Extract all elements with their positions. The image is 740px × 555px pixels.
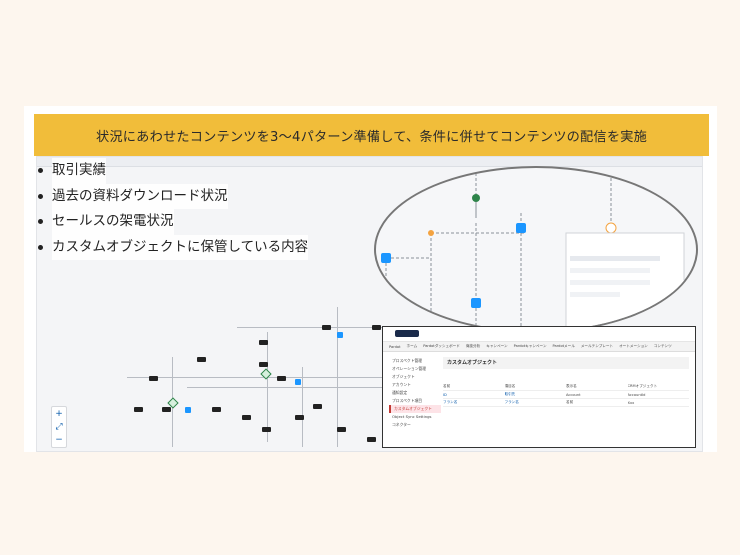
zoom-in-button[interactable]: +: [55, 408, 63, 419]
zoom-fit-button[interactable]: ⤢: [55, 421, 63, 432]
sidebar-item[interactable]: オペレーション管理: [392, 366, 427, 371]
flow-node[interactable]: [212, 407, 221, 412]
flow-node[interactable]: [134, 407, 143, 412]
magnified-flow-diagram: [381, 173, 685, 331]
column-header: 表示名: [566, 384, 577, 388]
email-action-icon: [295, 379, 301, 385]
table-cell: Xxx: [627, 400, 635, 405]
flow-node[interactable]: [313, 404, 322, 409]
sidebar-item[interactable]: アカウント: [392, 382, 411, 387]
settings-sidebar: プロスペクト管理 オペレーション管理 オブジェクト アカウント 通知設定 プロス…: [389, 357, 441, 429]
nav-item[interactable]: Pardotメール: [552, 344, 575, 348]
nav-item[interactable]: キャンペーン: [486, 344, 508, 348]
flow-node[interactable]: [337, 427, 346, 432]
column-header: 項目名: [504, 384, 516, 388]
sidebar-item[interactable]: 通知設定: [392, 390, 408, 395]
flow-node[interactable]: [149, 376, 158, 381]
bullet-icon: [38, 168, 43, 174]
sidebar-item[interactable]: プロスペクト項目: [392, 398, 423, 403]
column-header: CRMオブジェクト: [627, 384, 658, 388]
table-cell[interactable]: フラン名: [504, 400, 519, 404]
flow-node[interactable]: [197, 357, 206, 362]
zoom-out-button[interactable]: −: [55, 435, 63, 446]
app-nav: Pardot ホーム Pardotダッシュボード 商談分析 キャンペーン Par…: [383, 342, 695, 352]
table-header: 名前 項目名 表示名 CRMオブジェクト: [443, 383, 689, 391]
sidebar-item[interactable]: コネクター: [392, 422, 411, 427]
list-item: 取引実績: [36, 158, 308, 184]
slide-heading-banner: 状況にあわせたコンテンツを3〜4パターン準備して、条件に併せてコンテンツの配信を…: [34, 114, 709, 156]
table-row: ID 取引先 Account AccountId: [443, 391, 689, 399]
zoom-controls: + ⤢ −: [51, 406, 67, 448]
nav-item[interactable]: ホーム: [406, 344, 418, 348]
nav-item[interactable]: Pardotキャンペーン: [513, 344, 547, 348]
email-action-icon: [185, 407, 191, 413]
list-item-text: カスタムオブジェクトに保管している内容: [52, 234, 309, 260]
custom-object-main: カスタムオブジェクト 名前 項目名 表示名 CRMオブジェクト ID 取引先 A…: [443, 357, 689, 407]
sidebar-item[interactable]: Object Sync Settings: [392, 414, 432, 419]
list-item-text: 取引実績: [52, 158, 106, 184]
flow-node[interactable]: [367, 437, 376, 442]
page-title: カスタムオブジェクト: [443, 357, 689, 369]
list-item: 過去の資料ダウンロード状況: [36, 183, 308, 209]
list-item-text: 過去の資料ダウンロード状況: [52, 183, 228, 209]
flow-node[interactable]: [372, 325, 381, 330]
magnified-flow-view: [374, 166, 698, 333]
nav-item[interactable]: メールテンプレート: [580, 344, 614, 348]
salesforce-custom-object-screen: Pardot ホーム Pardotダッシュボード 商談分析 キャンペーン Par…: [382, 326, 696, 448]
sidebar-item-custom-object[interactable]: カスタムオブジェクト: [389, 405, 441, 413]
flow-node[interactable]: [259, 340, 268, 345]
table-cell[interactable]: フラン名: [443, 400, 458, 404]
sidebar-item[interactable]: オブジェクト: [392, 374, 415, 379]
flow-node[interactable]: [162, 407, 171, 412]
condition-list: 取引実績 過去の資料ダウンロード状況 セールスの架電状況 カスタムオブジェクトに…: [36, 158, 309, 260]
sidebar-item[interactable]: プロスペクト管理: [392, 358, 423, 363]
flow-node[interactable]: [322, 325, 331, 330]
slide-heading: 状況にあわせたコンテンツを3〜4パターン準備して、条件に併せてコンテンツの配信を…: [96, 129, 647, 145]
nav-item[interactable]: オートメーション: [619, 344, 648, 348]
app-logo: [395, 330, 419, 337]
list-item-text: セールスの架電状況: [52, 209, 174, 235]
flow-node[interactable]: [259, 362, 268, 367]
flow-node[interactable]: [262, 427, 271, 432]
app-name: Pardot: [389, 344, 401, 349]
bullet-icon: [38, 219, 43, 225]
table-cell: 名前: [566, 400, 574, 404]
column-header: 名前: [443, 384, 451, 388]
flow-node[interactable]: [277, 376, 286, 381]
table-cell[interactable]: 取引先: [504, 392, 516, 396]
app-header: [383, 327, 695, 342]
table-cell: Account: [566, 392, 581, 397]
nav-item[interactable]: Pardotダッシュボード: [423, 344, 460, 348]
bullet-icon: [38, 244, 43, 250]
table-cell[interactable]: ID: [443, 392, 447, 397]
flow-node[interactable]: [295, 415, 304, 420]
email-action-icon: [337, 332, 343, 338]
slide: + ⤢ −: [24, 106, 717, 452]
bullet-icon: [38, 193, 43, 199]
nav-item[interactable]: コンテンツ: [653, 344, 672, 348]
table-cell: AccountId: [627, 392, 646, 397]
nav-item[interactable]: 商談分析: [465, 344, 481, 348]
flow-toolbar: [37, 157, 702, 167]
flow-node[interactable]: [242, 415, 251, 420]
table-row: フラン名 フラン名 名前 Xxx: [443, 399, 689, 407]
list-item: カスタムオブジェクトに保管している内容: [36, 234, 309, 260]
list-item: セールスの架電状況: [36, 209, 308, 235]
